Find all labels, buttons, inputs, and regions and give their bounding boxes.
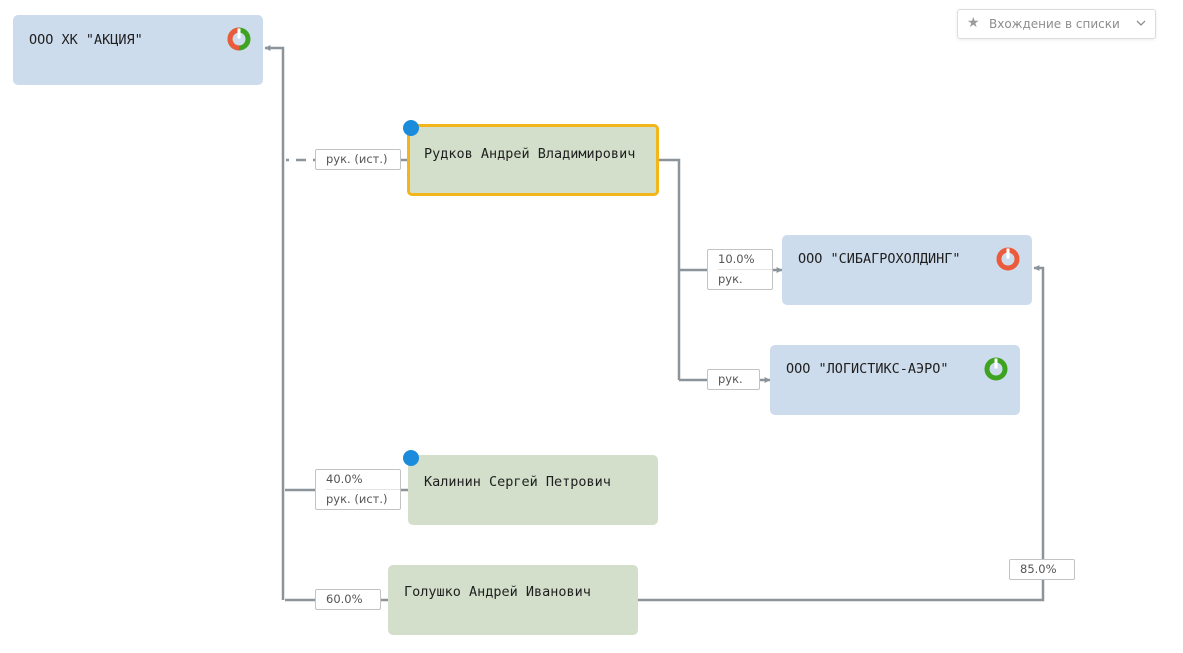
node-company-logistiks-aero[interactable]: ООО "ЛОГИСТИКС-АЭРО" [770,345,1020,415]
node-label: Рудков Андрей Владимирович [424,146,636,162]
node-label: ООО "ЛОГИСТИКС-АЭРО" [786,361,949,377]
lists-membership-dropdown[interactable]: ★ Вхождение в списки [957,9,1156,39]
connector-rudkov-branch [659,158,681,380]
edge-label-kalinin-akciya: 40.0% рук. (ист.) [315,469,401,510]
node-company-sibagroholding[interactable]: ООО "СИБАГРОХОЛДИНГ" [782,235,1032,305]
status-active-icon [984,357,1008,381]
edge-label-rudkov-akciya: рук. (ист.) [315,149,401,170]
node-label: ООО ХК "АКЦИЯ" [29,32,143,48]
connector-golushko-sibagro [638,265,1045,602]
node-label: ООО "СИБАГРОХОЛДИНГ" [798,251,961,267]
status-liquidated-icon [996,247,1020,271]
edge-role: рук. [718,372,743,386]
node-person-rudkov[interactable]: Рудков Андрей Владимирович [407,124,659,196]
edge-label-rudkov-sibagro: 10.0% рук. [707,249,773,290]
edge-share: 85.0% [1020,562,1057,576]
connector-trunk-akciya [264,45,285,600]
node-person-kalinin[interactable]: Калинин Сергей Петрович [408,455,658,525]
edge-role: рук. [718,269,772,289]
node-company-akciya[interactable]: ООО ХК "АКЦИЯ" [13,15,263,85]
person-marker-icon [403,120,419,136]
edge-share: 40.0% [326,472,363,486]
edge-label-golushko-akciya: 60.0% [315,589,381,610]
status-mixed-icon [227,27,251,51]
lists-membership-label: Вхождение в списки [989,17,1120,31]
edge-role: рук. (ист.) [326,152,388,166]
edge-label-rudkov-logistiks: рук. [707,369,760,390]
person-marker-icon [403,450,419,466]
edge-label-golushko-sibagro: 85.0% [1009,559,1075,580]
chevron-down-icon [1136,20,1146,26]
edge-share: 10.0% [718,252,755,266]
node-person-golushko[interactable]: Голушко Андрей Иванович [388,565,638,635]
node-label: Голушко Андрей Иванович [404,584,591,600]
node-label: Калинин Сергей Петрович [424,474,611,490]
edge-role: рук. (ист.) [326,489,400,509]
edge-share: 60.0% [326,592,363,606]
star-icon: ★ [967,15,980,31]
